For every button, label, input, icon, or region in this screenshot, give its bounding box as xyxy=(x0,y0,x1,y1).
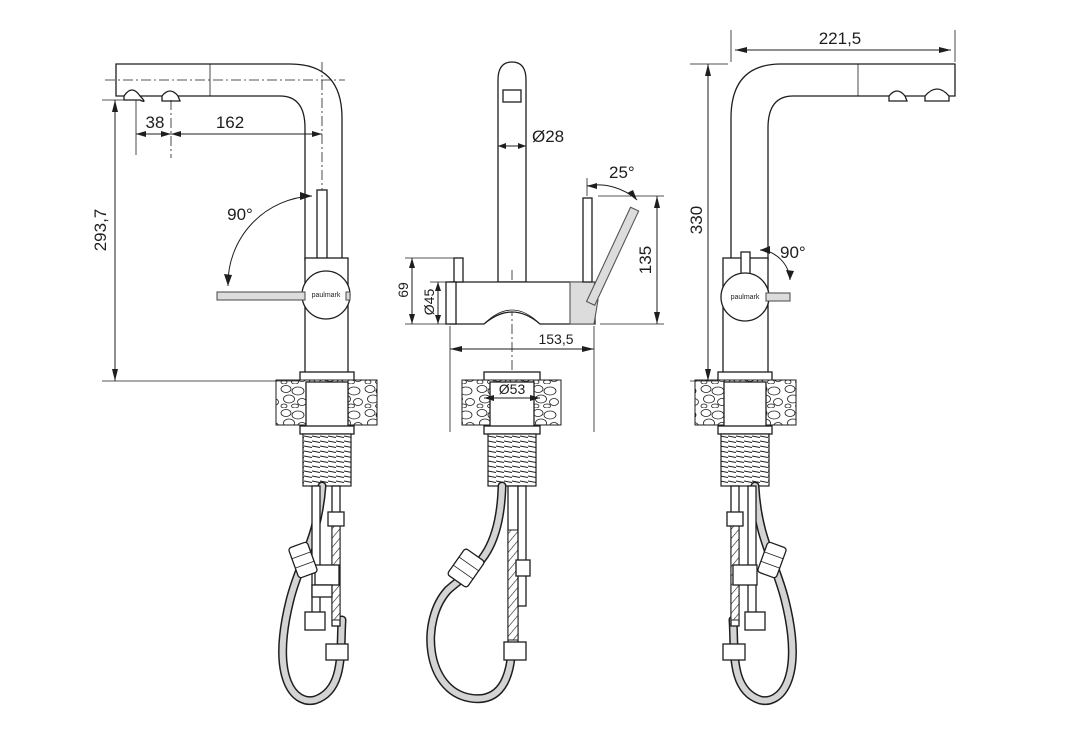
dim-body-diameter: Ø45 xyxy=(421,289,437,316)
dim-height-left: 293,7 xyxy=(91,209,110,252)
dim-height-right: 330 xyxy=(687,206,706,234)
dim-spout-diameter: Ø28 xyxy=(532,127,564,146)
spout-left xyxy=(115,63,343,261)
logo-left: paulmark xyxy=(312,292,341,299)
lever-angle-left: 90° xyxy=(227,205,253,224)
side-view-left: paulmark xyxy=(91,62,378,706)
lever-angle-front: 25° xyxy=(609,163,635,182)
spout-right xyxy=(730,63,956,261)
spout-front xyxy=(497,61,527,283)
dim-spray-gap: 38 xyxy=(146,113,165,132)
front-view: Ø28 25° 135 69 Ø45 153,5 xyxy=(395,61,664,704)
dim-lever-height: 135 xyxy=(636,246,655,274)
logo-right: paulmark xyxy=(731,294,760,301)
dim-reach-left: 162 xyxy=(216,113,244,132)
dim-reach-right: 221,5 xyxy=(819,29,862,48)
dim-base-diameter: Ø53 xyxy=(499,381,526,397)
dim-body-width: 153,5 xyxy=(538,331,573,347)
dim-body-height: 69 xyxy=(395,282,411,298)
side-view-right: paulmark 221,5 330 xyxy=(687,29,956,706)
lever-angle-right: 90° xyxy=(780,243,806,262)
